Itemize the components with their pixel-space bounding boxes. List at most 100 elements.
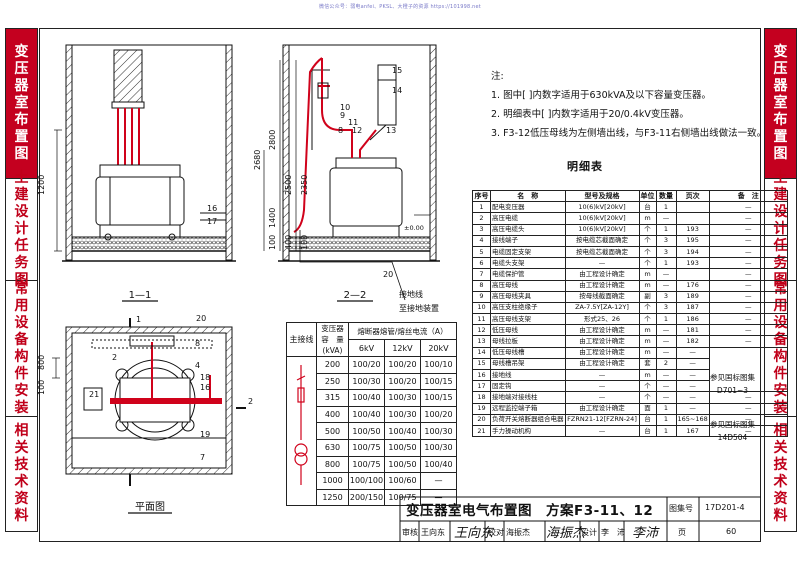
fuse-20kv: 100/30 <box>420 438 457 457</box>
dim-100: 100 <box>37 380 46 395</box>
fuse-rating-table: 主接线 变压器 容 量 (kVA) 熔断器熔管/熔丝电流（A） 6kV 12kV… <box>286 322 457 507</box>
schedule-header-row: 序号 名 称 型号及规格 单位 数量 页次 备 注 <box>472 189 788 203</box>
item-spec: 由工程设计确定 <box>564 279 640 292</box>
row-no: 4 <box>472 234 491 247</box>
item-remark: — <box>708 301 788 315</box>
callout-13: 13 <box>386 126 396 135</box>
tab-char: 技 <box>14 457 29 473</box>
ground-label: 接地线 <box>399 289 423 299</box>
item-qty: 1 <box>655 223 677 236</box>
item-page: 181 <box>675 324 710 337</box>
item-qty: 1 <box>655 257 677 270</box>
tab-char: 资 <box>14 491 29 507</box>
row-no: 19 <box>472 402 491 415</box>
item-unit: 个 <box>638 313 657 326</box>
tab-char: 压 <box>14 61 29 77</box>
fuse-6kv: 100/50 <box>348 422 385 440</box>
capacity-cell: 800 <box>316 455 349 474</box>
item-page: 195 <box>675 234 710 247</box>
item-name: 固定钩 <box>490 380 566 393</box>
tab-civil-design-task[interactable]: 土建设计任务图 <box>6 170 37 288</box>
capacity-cell: 500 <box>316 422 349 440</box>
dim-2680: 2680 <box>253 150 262 170</box>
tab-transformer-room-layout[interactable]: 变压器室布置图 <box>765 29 796 179</box>
item-name: 高压电缆 <box>490 212 566 225</box>
voltage-header: 20kV <box>420 339 457 357</box>
plan-view <box>52 318 246 486</box>
item-name: 电缆头支架 <box>490 257 566 270</box>
tab-char: 资 <box>773 491 788 507</box>
item-unit: m <box>638 324 657 337</box>
item-qty: 3 <box>655 290 677 303</box>
tab-char: 务 <box>14 255 29 271</box>
item-remark: — <box>708 279 788 292</box>
fuse-12kv: 100/40 <box>384 422 421 440</box>
dim-2350: 2350 <box>300 175 309 195</box>
header-remark: 备 注 <box>708 189 788 203</box>
item-spec: 由工程设计确定 <box>564 335 640 348</box>
callout-4: 4 <box>195 361 200 370</box>
item-spec: 由工程设计确定 <box>564 402 640 415</box>
item-page: 189 <box>675 290 710 303</box>
atlas-label: 图集号 <box>669 504 693 513</box>
item-qty: 1 <box>655 313 677 326</box>
row-no: 21 <box>472 424 491 438</box>
checker-signature: 海振杰 <box>546 526 586 541</box>
tab-transformer-room-layout[interactable]: 变压器室布置图 <box>6 29 37 179</box>
section-1-1 <box>54 44 236 262</box>
item-name: 手力操动机构 <box>490 424 566 438</box>
item-page: 186 <box>675 313 710 326</box>
capacity-cell: 1000 <box>316 472 349 490</box>
tab-char: 置 <box>773 129 788 145</box>
tab-char: 室 <box>14 95 29 111</box>
callout-20: 20 <box>383 270 393 279</box>
item-name: 高压母线 <box>490 279 566 292</box>
row-no: 7 <box>472 268 491 281</box>
fuse-6kv: 100/75 <box>348 438 385 457</box>
item-remark: — <box>708 212 788 225</box>
item-page: — <box>675 346 710 359</box>
item-remark: — <box>708 313 788 326</box>
tab-char: 土 <box>773 170 788 186</box>
item-remark: — <box>708 324 788 337</box>
wiring-diagram-cell <box>286 355 317 507</box>
tab-common-equipment-install[interactable]: 常用设备构件安装 <box>6 281 37 417</box>
item-name: 高压母线支架 <box>490 313 566 326</box>
tab-char: 器 <box>14 78 29 94</box>
item-spec: 按电缆芯截面确定 <box>564 234 640 247</box>
reviewer-signature: 王向东 <box>454 526 494 541</box>
callout-16: 16 <box>207 204 217 213</box>
row-no: 9 <box>472 290 491 303</box>
item-name: 母线槽吊架 <box>490 357 566 371</box>
row-no: 10 <box>472 301 491 315</box>
item-page: 176 <box>675 279 710 292</box>
row-no: 14 <box>472 346 491 359</box>
fuse-20kv: — <box>420 488 457 507</box>
section-2-2 <box>263 44 440 301</box>
fuse-6kv: 100/75 <box>348 455 385 474</box>
note-item: 2. 明细表中[ ]内数字适用于20/0.4kV变压器。 <box>491 109 689 120</box>
reference-line: 14D504 <box>717 433 748 442</box>
item-unit: 台 <box>638 424 657 438</box>
item-spec: — <box>564 380 640 393</box>
tab-char: 设 <box>14 204 29 220</box>
item-unit: 个 <box>638 234 657 247</box>
header-no: 序号 <box>472 189 491 203</box>
tab-related-technical-data[interactable]: 相关技术资料 <box>6 417 37 531</box>
item-remark: — <box>708 223 788 236</box>
item-page <box>675 268 710 281</box>
row-no: 12 <box>472 324 491 337</box>
item-qty: — <box>655 268 677 281</box>
capacity-cell: 315 <box>316 389 349 407</box>
dim-100: 100 <box>300 235 309 250</box>
row-no: 6 <box>472 257 491 270</box>
item-unit: 台 <box>638 413 657 426</box>
row-no: 2 <box>472 212 491 225</box>
